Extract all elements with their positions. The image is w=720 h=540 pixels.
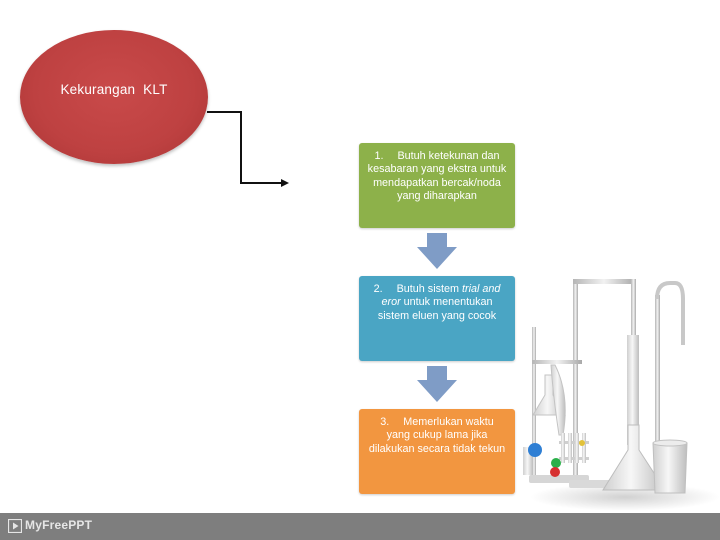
step-1-number: 1.: [374, 150, 384, 162]
step-1-text: Butuh ketekunan dan kesabaran yang ekstr…: [367, 150, 507, 202]
footer-brand: MyFreePPT: [25, 518, 93, 532]
step-3-text: Memerlukan waktu yang cukup lama jika di…: [368, 416, 506, 455]
step-box-2: 2. Butuh sistem trial and eror untuk mene…: [359, 276, 515, 361]
play-icon: [8, 519, 22, 533]
step-2-text: Butuh sistem: [396, 283, 462, 295]
step-box-3: 3.Memerlukan waktu yang cukup lama jika …: [359, 409, 515, 494]
down-arrow-icon: [417, 366, 457, 402]
step-box-1: 1.Butuh ketekunan dan kesabaran yang eks…: [359, 143, 515, 228]
step-2-number: 2.: [373, 283, 383, 295]
step-2-italic: trial and eror: [381, 283, 501, 309]
diagram-title: Kekurangan KLT: [60, 82, 168, 97]
step-2-text-after: untuk menentukan sistem eluen yang cocok: [377, 296, 497, 322]
footer-bar: MyFreePPT: [0, 513, 720, 540]
step-3-number: 3.: [380, 416, 390, 428]
title-oval: Kekurangan KLT: [20, 30, 208, 164]
connector-arrow: [207, 111, 289, 187]
lab-glassware-illustration: [523, 279, 720, 511]
down-arrow-icon: [417, 233, 457, 269]
